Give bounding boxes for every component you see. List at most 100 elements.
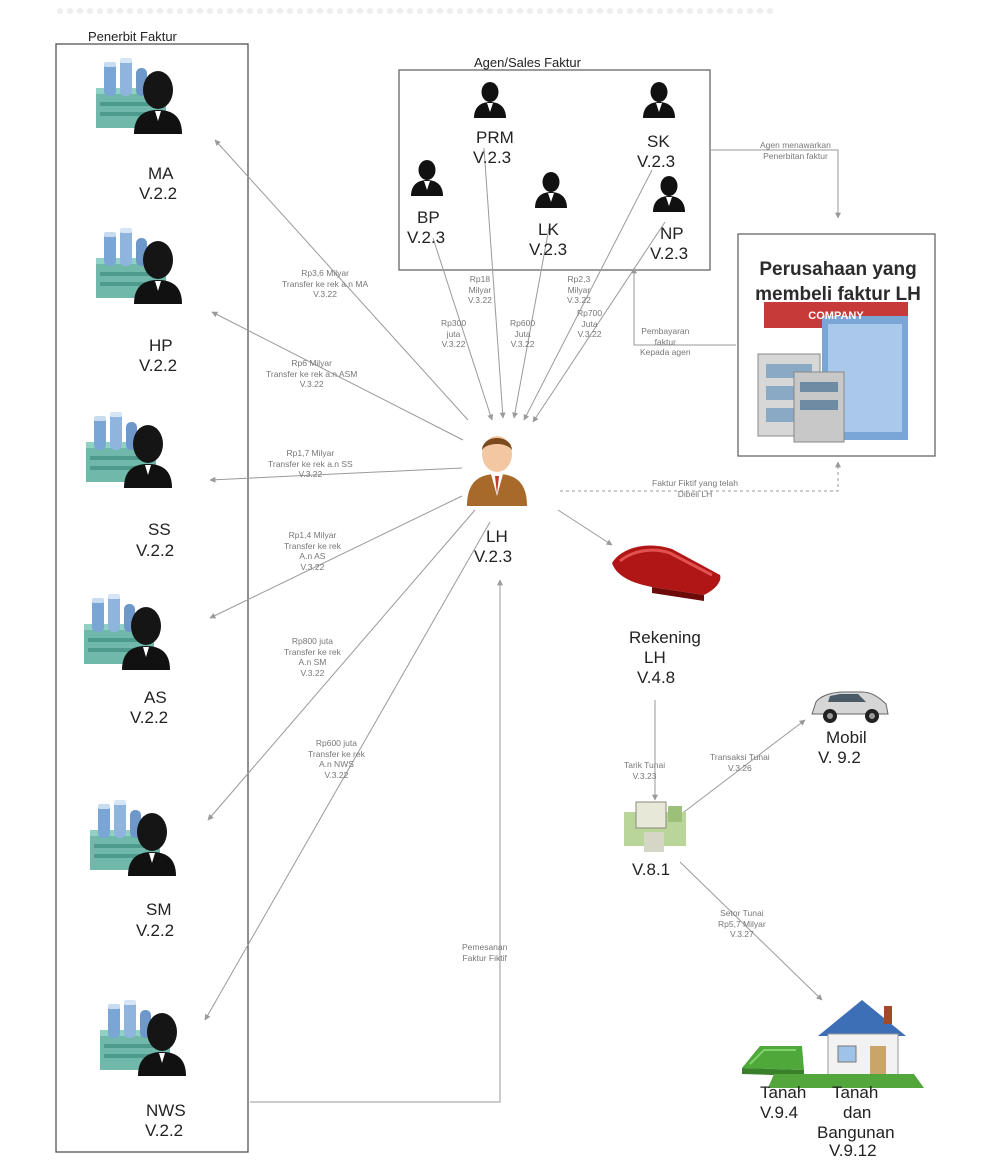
agent-name-lk: LK — [538, 220, 559, 239]
person-icon-np — [653, 176, 685, 212]
issuer-name-nws: NWS — [146, 1101, 186, 1120]
agents-title: Agen/Sales Faktur — [474, 55, 581, 70]
flow-line-prm — [483, 147, 506, 419]
person-icon-lk — [535, 172, 567, 208]
center-code: V.2.3 — [474, 547, 513, 566]
house-icon — [768, 1000, 924, 1088]
flow-line-sk — [523, 169, 653, 421]
factory-icon-ss — [86, 412, 172, 488]
land-name: Tanah — [760, 1083, 807, 1102]
lh-person-icon — [467, 436, 527, 506]
account-code: V.4.8 — [637, 668, 676, 687]
flow-line-np — [532, 221, 666, 423]
factory-icon-sm — [90, 800, 176, 876]
person-icon-sk — [643, 82, 675, 118]
property-icon — [624, 801, 686, 852]
flow-line-ss — [209, 467, 463, 483]
flow-line-as — [209, 495, 463, 619]
issuer-code-ma: V.2.2 — [139, 184, 178, 203]
car-icon — [811, 691, 889, 723]
issuer-code-as: V.2.2 — [130, 708, 169, 727]
factory-icon-hp — [96, 228, 182, 304]
issuers-frame — [55, 43, 249, 1153]
company-sign: COMPANY — [808, 310, 864, 322]
flow-line-ma — [214, 139, 469, 421]
flow-line-offer — [710, 149, 841, 219]
issuers-title: Penerbit Faktur — [88, 29, 177, 44]
flow-line-fictive — [560, 461, 841, 492]
company-title: Perusahaan yang membeli faktur LH — [755, 259, 921, 305]
issuer-name-sm: SM — [146, 900, 172, 919]
flow-line-deposit — [679, 861, 823, 1001]
person-icon-bp — [411, 160, 443, 196]
account-line1: Rekening — [629, 628, 701, 647]
issuer-name-ma: MA — [148, 164, 174, 183]
flow-line-account — [557, 509, 613, 546]
center-name: LH — [486, 527, 508, 546]
agent-code-prm: V.2.3 — [473, 148, 512, 167]
agent-name-sk: SK — [647, 132, 670, 151]
agent-name-bp: BP — [417, 208, 440, 227]
agent-code-lk: V.2.3 — [529, 240, 568, 259]
flow-line-nws — [204, 521, 491, 1021]
agent-code-sk: V.2.3 — [637, 152, 676, 171]
flow-line-order — [250, 579, 503, 1103]
agent-name-prm: PRM — [476, 128, 514, 147]
issuer-name-hp: HP — [149, 336, 173, 355]
issuer-name-as: AS — [144, 688, 167, 707]
agent-code-bp: V.2.3 — [407, 228, 446, 247]
issuer-code-nws: V.2.2 — [145, 1121, 184, 1140]
flow-line-sm — [207, 509, 476, 821]
flow-line-payment — [631, 267, 736, 346]
bank-account-icon — [612, 545, 721, 601]
flow-line-bp — [432, 237, 494, 421]
issuer-code-hp: V.2.2 — [139, 356, 178, 375]
agents-frame — [398, 69, 711, 271]
factory-icon-as — [84, 594, 170, 670]
flow-line-carpay — [679, 719, 806, 816]
car-name: Mobil — [826, 728, 867, 747]
land-icon — [742, 1046, 804, 1076]
factory-icon-ma — [96, 58, 182, 134]
landbuilding-line1: Tanah — [832, 1083, 879, 1102]
issuer-name-ss: SS — [148, 520, 171, 539]
flow-lines — [204, 139, 841, 1103]
account-line2: LH — [644, 648, 666, 667]
company-building-icon — [757, 302, 908, 443]
factory-icon-nws — [100, 1000, 186, 1076]
landbuilding-line3: Bangunan — [817, 1123, 895, 1142]
agent-code-np: V.2.3 — [650, 244, 689, 263]
landbuilding-code: V.9.12 — [829, 1141, 877, 1160]
land-code: V.9.4 — [760, 1103, 799, 1122]
flow-line-lk — [512, 227, 550, 419]
company-frame — [737, 233, 936, 457]
landbuilding-line2: dan — [843, 1103, 872, 1122]
person-icon-prm — [474, 82, 506, 118]
flow-line-hp — [211, 311, 464, 441]
v81-code: V.8.1 — [632, 860, 671, 879]
decorative-dots — [57, 8, 773, 14]
issuer-code-ss: V.2.2 — [136, 541, 175, 560]
agent-name-np: NP — [660, 224, 684, 243]
issuer-code-sm: V.2.2 — [136, 921, 175, 940]
car-code: V. 9.2 — [818, 748, 861, 767]
